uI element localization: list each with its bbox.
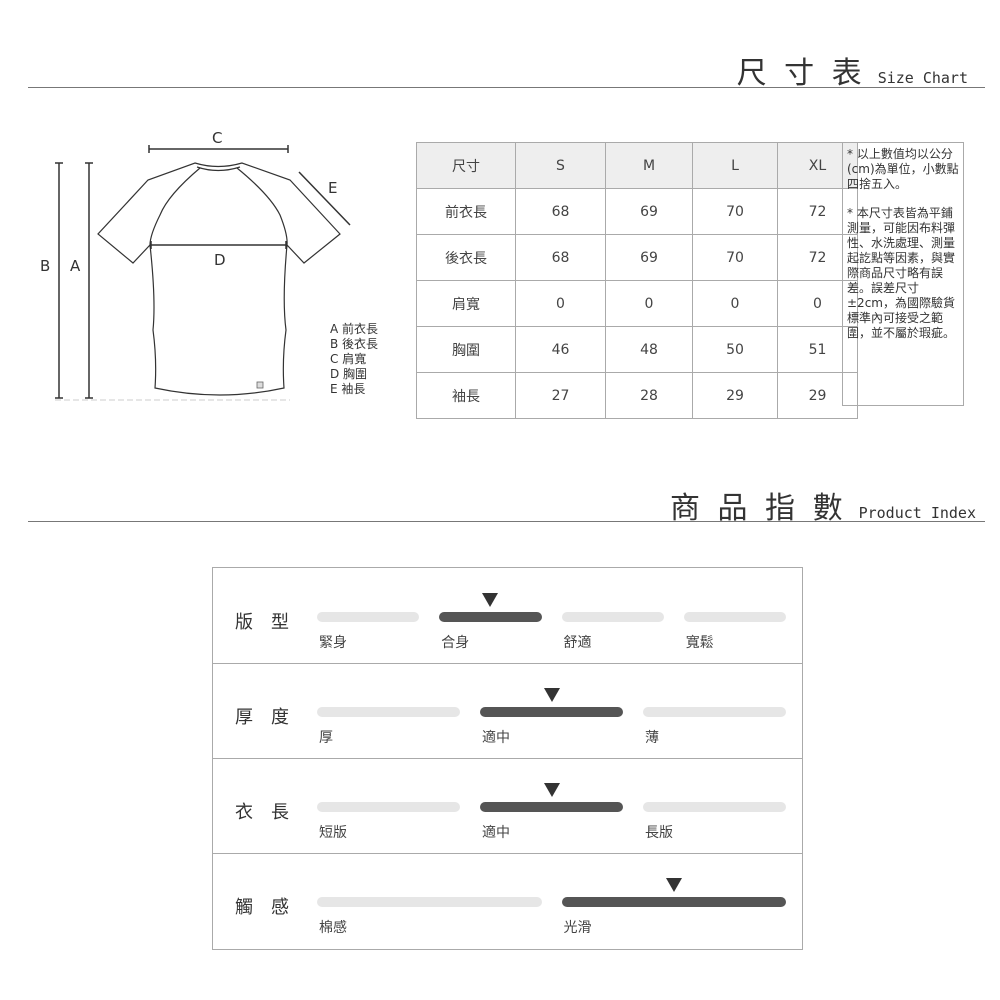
size-cell: 27: [515, 372, 606, 419]
legend-item: B 後衣長: [330, 337, 379, 351]
index-option: 棉感: [319, 920, 347, 936]
selected-marker-icon: [482, 593, 499, 607]
index-bar: [317, 802, 460, 812]
index-option: 薄: [645, 730, 659, 746]
product-index-panel: 版型緊身合身舒適寬鬆厚度厚適中薄衣長短版適中長版觸感棉感光滑: [212, 567, 803, 950]
note-rounding: * 以上數值均以公分(cm)為單位，小數點四捨五入。: [847, 147, 959, 191]
label-c: C: [212, 129, 222, 147]
index-option: 光滑: [563, 920, 592, 936]
selected-marker-icon: [665, 878, 682, 892]
size-cell: 70: [692, 188, 778, 235]
size-cell: 69: [605, 234, 693, 281]
index-option: 長版: [645, 825, 673, 841]
selected-marker-icon: [543, 783, 560, 797]
size-cell: 48: [605, 326, 693, 373]
index-row: 版型緊身 合身 舒適 寬鬆: [213, 568, 802, 664]
product-index-title: 商 品 指 數: [669, 491, 847, 526]
label-e: E: [328, 179, 337, 197]
label-d: D: [214, 251, 226, 269]
index-option: 寬鬆: [685, 635, 714, 651]
size-chart-heading: 尺 寸 表 Size Chart: [737, 48, 968, 92]
size-cell: 50: [692, 326, 778, 373]
index-label: 觸感: [235, 897, 307, 918]
index-option: 合身: [441, 635, 470, 651]
index-option: 適中: [482, 730, 510, 746]
divider: [28, 521, 985, 522]
index-row: 厚度厚 適中 薄: [213, 663, 802, 759]
row-label: 前衣長: [416, 188, 516, 235]
index-row: 衣長短版 適中 長版: [213, 758, 802, 854]
selected-marker-icon: [543, 688, 560, 702]
legend-item: D 胸圍: [330, 367, 368, 381]
index-row: 觸感棉感 光滑: [213, 853, 802, 948]
shirt-diagram: C B A D E: [40, 129, 351, 401]
size-cell: 0: [515, 280, 606, 327]
row-label: 尺寸: [416, 142, 516, 189]
index-option: 舒適: [563, 635, 592, 651]
size-cell: 70: [692, 234, 778, 281]
legend-item: A 前衣長: [330, 322, 379, 336]
size-cell: 68: [515, 188, 606, 235]
product-index-subtitle: Product Index: [858, 504, 976, 522]
index-bar: [561, 612, 664, 622]
size-notes: * 以上數值均以公分(cm)為單位，小數點四捨五入。 * 本尺寸表皆為平鋪測量，…: [842, 142, 964, 406]
note-tolerance: * 本尺寸表皆為平鋪測量，可能因布料彈性、水洗處理、測量起訖點等因素，與實際商品…: [847, 206, 956, 340]
size-cell: 51: [777, 326, 858, 373]
row-label: 袖長: [416, 372, 516, 419]
size-cell: 29: [777, 372, 858, 419]
index-bar: [317, 897, 542, 907]
index-label: 衣長: [235, 802, 307, 823]
size-cell: 28: [605, 372, 693, 419]
size-cell: 72: [777, 188, 858, 235]
index-bar: [480, 707, 623, 717]
row-label: 後衣長: [416, 234, 516, 281]
index-label: 版型: [235, 612, 307, 633]
size-cell: XL: [777, 142, 858, 189]
index-option: 厚: [319, 730, 333, 746]
index-bar: [439, 612, 542, 622]
index-bar: [643, 707, 786, 717]
size-cell: 69: [605, 188, 693, 235]
index-bar: [643, 802, 786, 812]
index-bar: [561, 897, 786, 907]
legend-item: C 肩寬: [330, 352, 367, 366]
index-bar: [480, 802, 623, 812]
size-cell: 29: [692, 372, 778, 419]
index-option: 短版: [319, 825, 347, 841]
size-cell: 72: [777, 234, 858, 281]
index-bar: [317, 612, 420, 622]
size-cell: S: [515, 142, 606, 189]
size-chart-subtitle: Size Chart: [877, 69, 968, 87]
label-a: A: [70, 257, 81, 275]
size-cell: L: [692, 142, 778, 189]
measurement-legend: A 前衣長 B 後衣長 C 肩寬 D 胸圍 E 袖長: [330, 322, 378, 397]
divider: [28, 87, 985, 88]
index-label: 厚度: [235, 707, 307, 728]
legend-item: E 袖長: [330, 382, 366, 396]
size-cell: 0: [777, 280, 858, 327]
size-cell: 68: [515, 234, 606, 281]
index-bar: [683, 612, 786, 622]
product-index-heading: 商 品 指 數 Product Index: [670, 483, 976, 527]
size-cell: 46: [515, 326, 606, 373]
index-bar: [317, 707, 460, 717]
size-chart-title: 尺 寸 表: [736, 56, 866, 91]
row-label: 胸圍: [416, 326, 516, 373]
row-label: 肩寬: [416, 280, 516, 327]
size-cell: 0: [605, 280, 693, 327]
index-option: 適中: [482, 825, 510, 841]
label-b: B: [40, 257, 50, 275]
index-option: 緊身: [319, 635, 347, 651]
size-cell: M: [605, 142, 693, 189]
size-cell: 0: [692, 280, 778, 327]
